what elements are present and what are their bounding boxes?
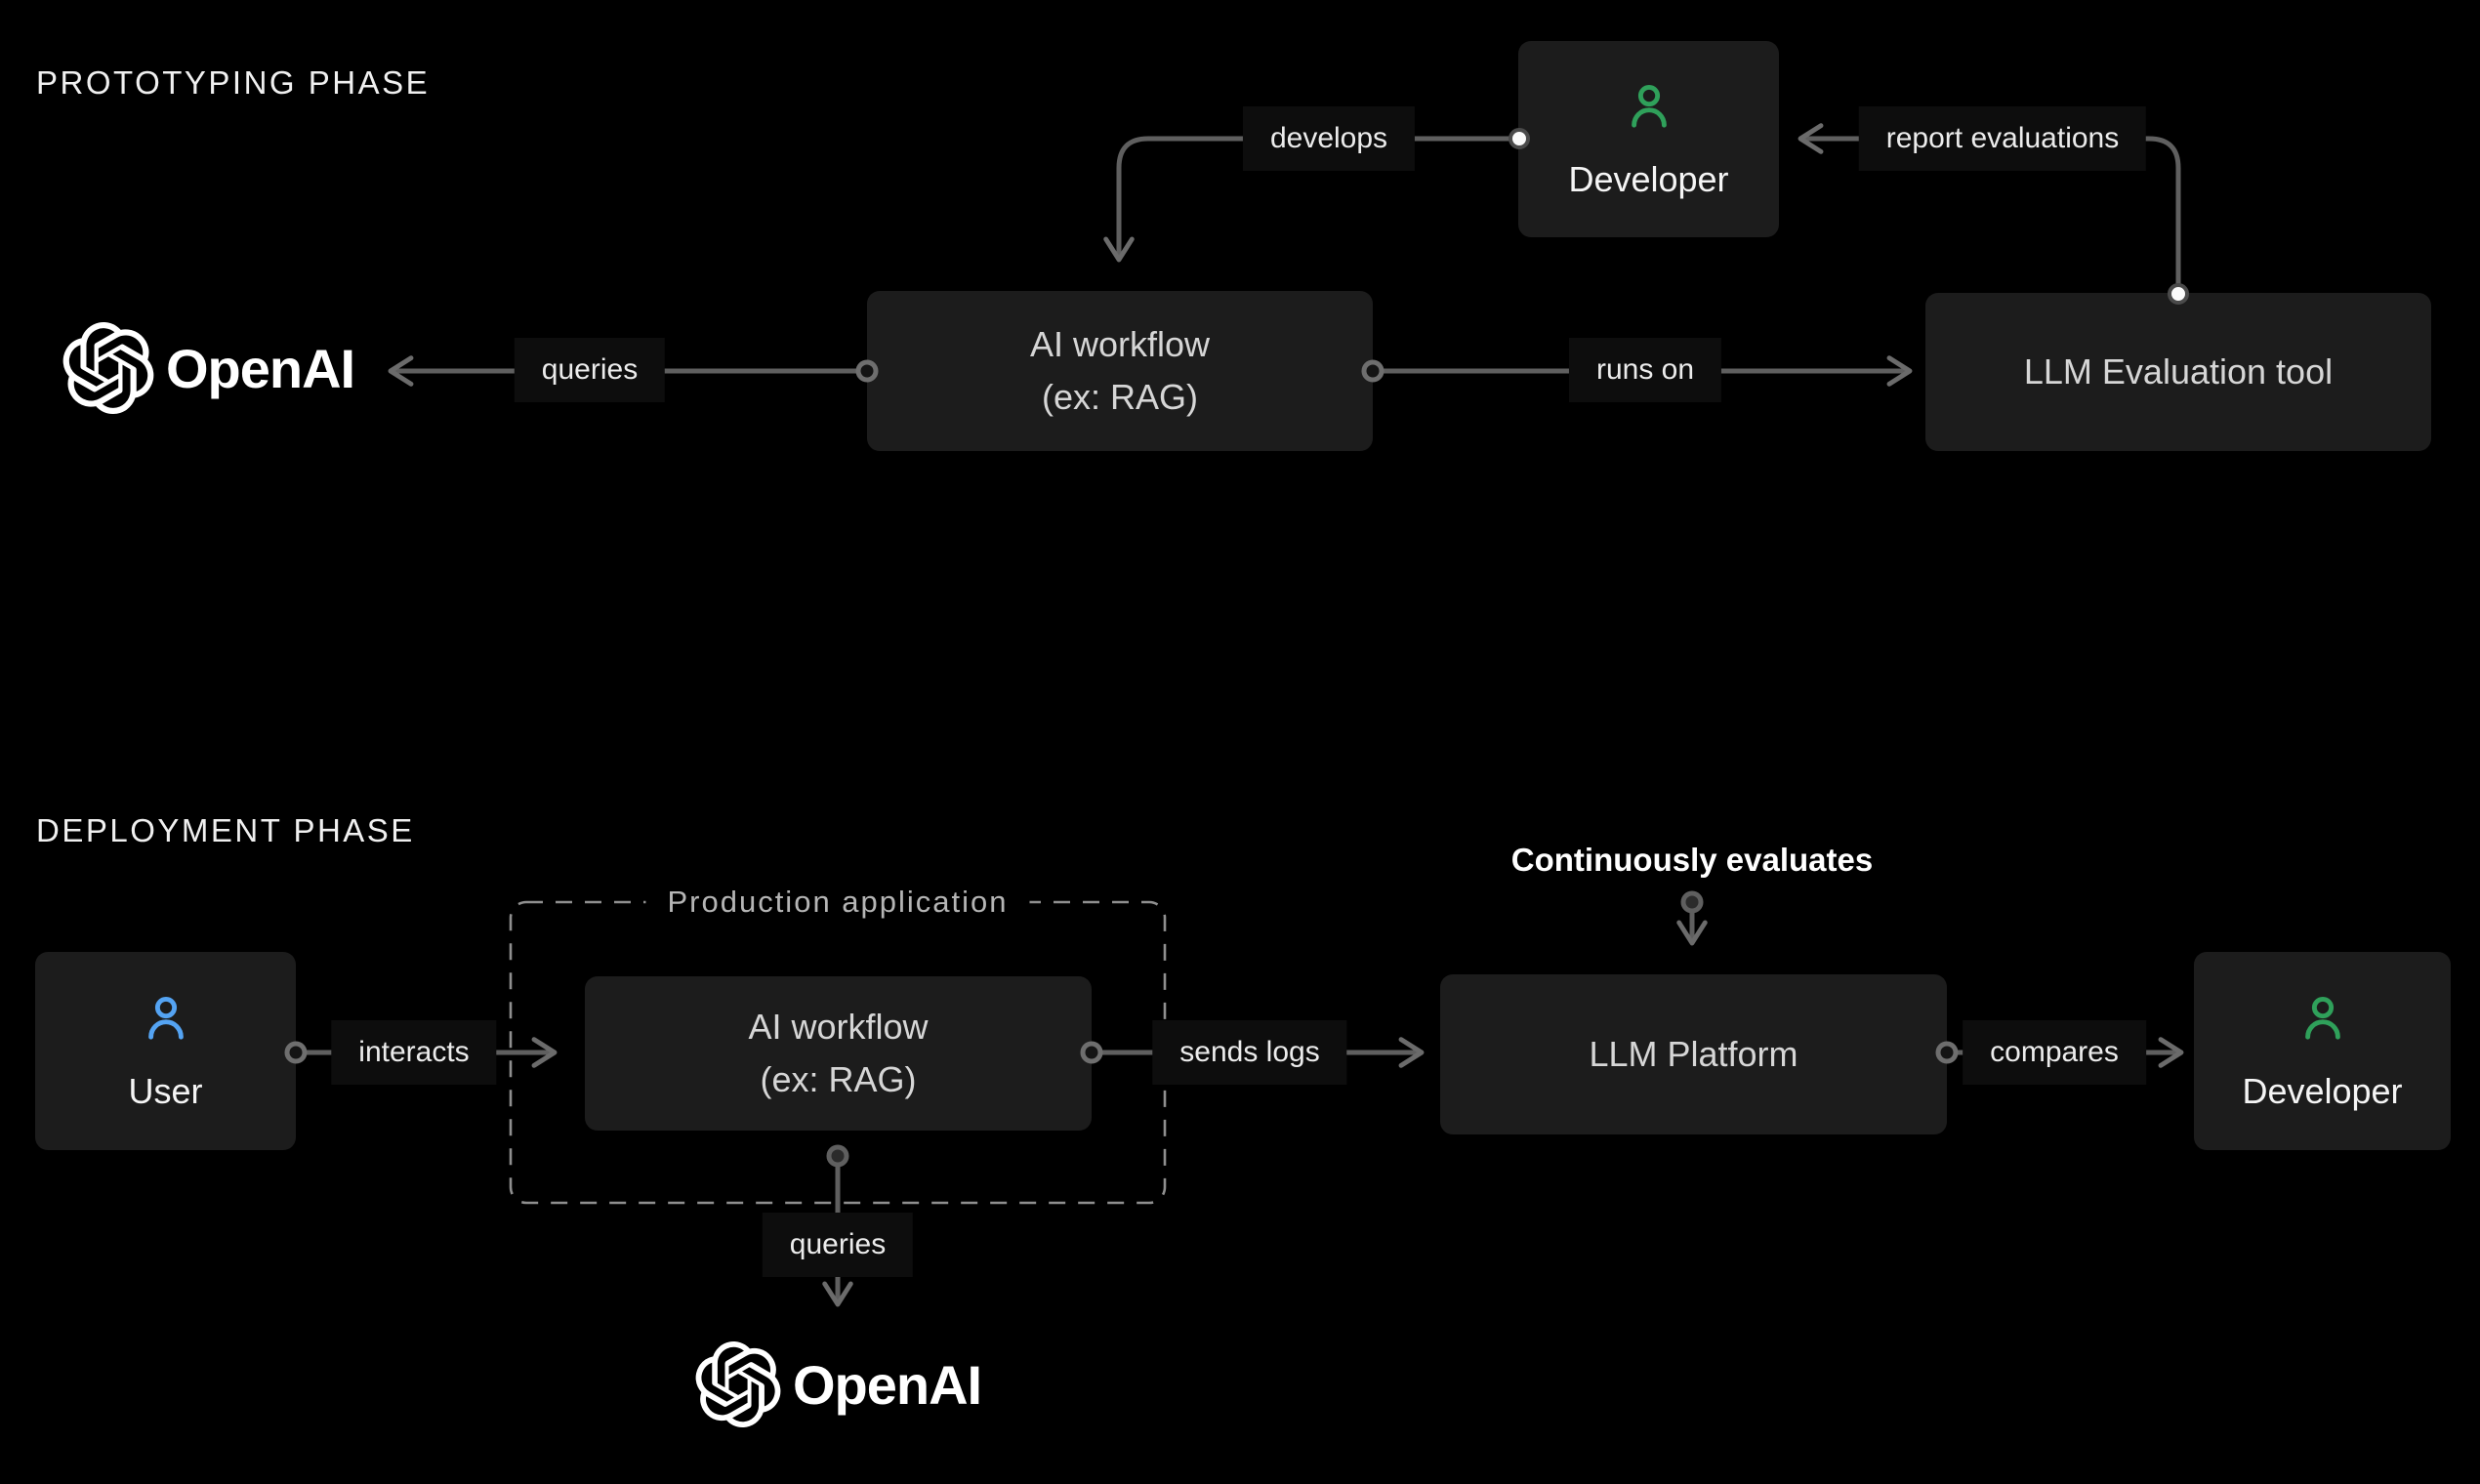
llm-evaluation-tool-label: LLM Evaluation tool <box>2023 351 2334 392</box>
llm-platform-label: LLM Platform <box>1589 1034 1798 1074</box>
ai-workflow-node-bottom: AI workflow (ex: RAG) <box>585 976 1092 1131</box>
developer-bottom-label: Developer <box>2242 1070 2403 1111</box>
prototyping-phase-title: PROTOTYPING PHASE <box>36 64 431 101</box>
ring-llm-platform-right <box>1935 1041 1959 1064</box>
ring-ai-workflow-bottom-right <box>1080 1041 1103 1064</box>
ring-ai-workflow-top-right <box>1361 359 1385 383</box>
ai-workflow-node-top: AI workflow (ex: RAG) <box>867 291 1373 451</box>
dot-continuously-evaluates-start <box>1680 890 1704 914</box>
openai-mark-icon-bottom <box>695 1341 781 1427</box>
edge-label-report-evaluations: report evaluations <box>1858 106 2147 171</box>
openai-wordmark-bottom: OpenAI <box>793 1353 982 1416</box>
openai-wordmark: OpenAI <box>166 337 355 399</box>
edge-label-develops: develops <box>1242 106 1416 171</box>
ai-workflow-bottom-line2: (ex: RAG) <box>760 1059 917 1099</box>
edge-label-sends-logs: sends logs <box>1152 1020 1347 1085</box>
llm-platform-node: LLM Platform <box>1440 974 1947 1134</box>
user-person-icon <box>139 991 193 1046</box>
developer-person-icon-bottom <box>2295 991 2350 1046</box>
user-label: User <box>128 1070 203 1111</box>
edge-label-runs-on: runs on <box>1568 338 1722 402</box>
openai-logo-top: OpenAI <box>62 322 355 414</box>
dot-developer-left <box>1509 128 1530 149</box>
edge-label-interacts: interacts <box>331 1020 497 1085</box>
developer-person-icon <box>1622 79 1676 134</box>
ring-ai-workflow-top-left <box>855 359 879 383</box>
developer-node-top: Developer <box>1518 41 1779 237</box>
edge-label-queries-top: queries <box>514 338 666 402</box>
continuously-evaluates-label: Continuously evaluates <box>1510 842 1874 878</box>
llm-evaluation-tool-node: LLM Evaluation tool <box>1925 293 2431 451</box>
ai-workflow-top-line2: (ex: RAG) <box>1041 377 1198 417</box>
edge-label-compares: compares <box>1963 1020 2146 1085</box>
developer-node-bottom: Developer <box>2194 952 2451 1150</box>
production-application-title: Production application <box>645 881 1030 924</box>
edge-report-evaluations-line <box>1798 123 2181 293</box>
openai-mark-icon <box>62 322 154 414</box>
dot-queries-bottom-start <box>826 1144 849 1168</box>
ring-user-right <box>284 1041 308 1064</box>
developer-top-label: Developer <box>1568 158 1729 199</box>
ai-workflow-top-line1: AI workflow <box>1029 324 1211 364</box>
edge-develops-line <box>1103 136 1517 263</box>
ai-workflow-bottom-line1: AI workflow <box>748 1007 929 1047</box>
edge-label-queries-bottom: queries <box>762 1213 914 1277</box>
user-node: User <box>35 952 296 1150</box>
openai-logo-bottom: OpenAI <box>695 1341 982 1427</box>
deployment-phase-title: DEPLOYMENT PHASE <box>36 812 415 848</box>
dot-llm-evaluation-top <box>2168 283 2189 305</box>
